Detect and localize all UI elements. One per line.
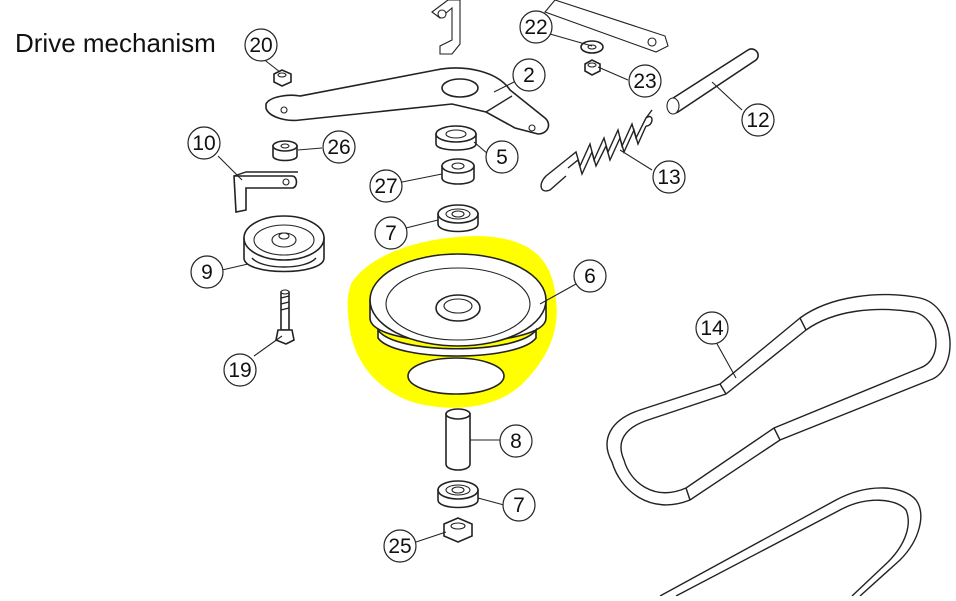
callout-23: 23 (628, 64, 662, 98)
sleeve-8 (445, 408, 471, 471)
callout-5: 5 (485, 140, 519, 174)
leader-lines (217, 33, 743, 543)
upper-bracket (431, 0, 669, 55)
callout-7-upper: 7 (374, 216, 408, 250)
pin-12 (666, 48, 759, 115)
callout-13-label: 13 (657, 166, 680, 189)
callout-8-label: 8 (510, 430, 522, 453)
idler-arm-2 (265, 67, 550, 135)
callout-10-label: 10 (192, 132, 215, 155)
callout-12-label: 12 (746, 109, 769, 132)
callout-5-label: 5 (496, 146, 508, 169)
callout-14-label: 14 (700, 317, 724, 340)
bearing-7-upper (437, 204, 479, 233)
callout-19: 19 (223, 353, 257, 387)
callout-7-lower-label: 7 (513, 494, 525, 517)
diagram-title: Drive mechanism (15, 28, 216, 58)
callout-9: 9 (190, 255, 224, 289)
drive-pulley-6 (369, 253, 547, 395)
callout-22: 22 (519, 10, 553, 44)
callout-22-label: 22 (524, 16, 547, 39)
bushing-27 (441, 158, 475, 185)
callout-2: 2 (512, 58, 546, 92)
bracket-10 (233, 171, 298, 213)
callout-19-label: 19 (228, 359, 251, 382)
callout-25-label: 25 (388, 535, 411, 558)
spring-13 (540, 109, 653, 192)
callout-12: 12 (741, 103, 775, 137)
bearing-7-lower (437, 480, 479, 509)
nut-20 (273, 69, 292, 87)
belt-14 (606, 293, 951, 597)
callout-20: 20 (244, 28, 278, 62)
callout-2-label: 2 (523, 64, 535, 87)
callout-8: 8 (499, 424, 533, 458)
callout-26: 26 (322, 130, 356, 164)
callout-27: 27 (369, 169, 403, 203)
nut-23 (584, 59, 601, 76)
callout-7-lower: 7 (502, 488, 536, 522)
idler-pulley-9 (243, 215, 325, 273)
callout-25: 25 (383, 529, 417, 563)
callout-27-label: 27 (374, 175, 397, 198)
callout-14: 14 (695, 311, 729, 345)
callout-26-label: 26 (327, 136, 350, 159)
nut-25 (443, 517, 473, 543)
callout-9-label: 9 (201, 261, 213, 284)
callout-23-label: 23 (633, 70, 656, 93)
callout-7-upper-label: 7 (385, 222, 397, 245)
callout-10: 10 (187, 126, 221, 160)
bushing-26 (272, 140, 298, 162)
washer-22 (580, 40, 604, 54)
callout-20-label: 20 (249, 34, 272, 57)
callout-6: 6 (573, 259, 607, 293)
callout-6-label: 6 (584, 265, 596, 288)
spacer-5 (435, 125, 477, 151)
bolt-19 (275, 289, 295, 345)
callout-13: 13 (652, 160, 686, 194)
